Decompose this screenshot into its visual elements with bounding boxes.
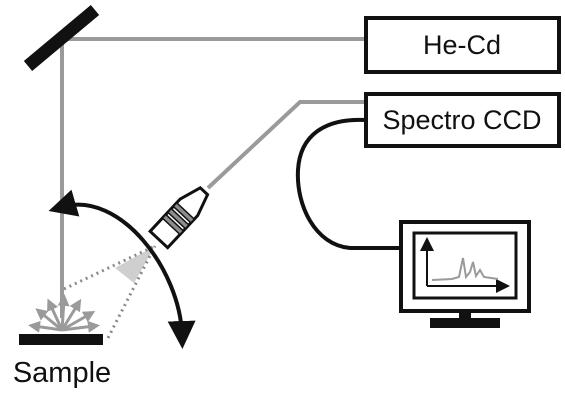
spectro-ccd-label: Spectro CCD [382, 105, 541, 135]
collection-fiber [206, 100, 366, 190]
collection-lens-icon [148, 185, 210, 250]
sample-block [19, 334, 103, 345]
collection-cone [63, 244, 157, 339]
he-cd-label: He-Cd [423, 30, 501, 60]
laser-beam-path [60, 37, 366, 318]
sample-label: Sample [13, 357, 111, 389]
mirror-icon [23, 5, 100, 71]
scatter-arrows-icon [28, 294, 100, 333]
spectrum-plot-icon [420, 237, 510, 293]
data-cable [295, 117, 408, 250]
monitor-icon [399, 220, 531, 328]
he-cd-laser-box: He-Cd [364, 16, 561, 74]
spectro-ccd-box: Spectro CCD [364, 92, 561, 148]
rotation-arrow-icon [48, 189, 196, 349]
